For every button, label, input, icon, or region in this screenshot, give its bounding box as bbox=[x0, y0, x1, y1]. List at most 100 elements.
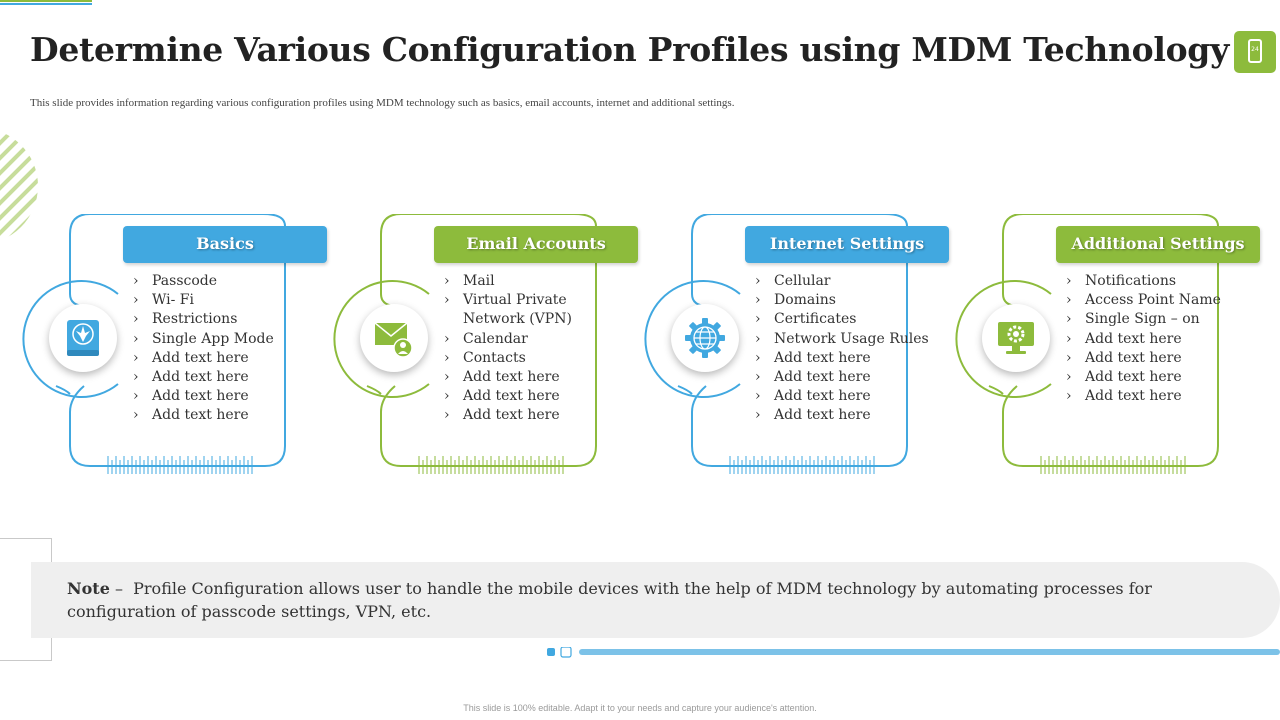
chevron-right-icon: › bbox=[444, 292, 450, 309]
list-item: ›Add text here bbox=[1066, 368, 1221, 387]
chevron-right-icon: › bbox=[444, 369, 450, 386]
list-item: › Mail bbox=[444, 272, 629, 291]
note-text: Profile Configuration allows user to han… bbox=[67, 579, 1152, 621]
card-internet-settings: Internet Settings ›Cellular›Domains›Cert… bbox=[640, 214, 949, 476]
item-list: ›Cellular›Domains›Certificates›Network U… bbox=[755, 272, 929, 426]
list-item-text: Add text here bbox=[152, 388, 249, 405]
list-item: › Virtual Private Network (VPN) bbox=[444, 291, 629, 329]
slide-number-badge: 24 bbox=[1234, 31, 1276, 73]
icon-arc bbox=[22, 280, 119, 398]
list-item: ›Single Sign – on bbox=[1066, 310, 1221, 329]
chevron-right-icon: › bbox=[1066, 349, 1072, 366]
list-item: › Add text here bbox=[444, 406, 629, 425]
card-title: Additional Settings bbox=[1071, 234, 1245, 253]
list-item: › Single App Mode bbox=[133, 330, 274, 349]
list-item: ›Cellular bbox=[755, 272, 929, 291]
list-item: ›Add text here bbox=[755, 368, 929, 387]
chevron-right-icon: › bbox=[133, 311, 139, 328]
leaf-book-icon bbox=[67, 320, 99, 356]
chevron-right-icon: › bbox=[1066, 330, 1072, 347]
list-item: ›Add text here bbox=[444, 387, 629, 406]
icon-arc bbox=[333, 280, 430, 398]
list-item: ›Calendar bbox=[444, 330, 629, 349]
list-item-text: Contacts bbox=[463, 349, 526, 366]
page-title: Determine Various Configuration Profiles… bbox=[30, 30, 1229, 69]
list-item: ›Add text here bbox=[755, 406, 929, 425]
chevron-right-icon: › bbox=[1066, 292, 1072, 309]
chevron-right-icon: › bbox=[133, 388, 139, 405]
hatched-circle-decor bbox=[0, 128, 38, 244]
list-item: › Restrictions bbox=[133, 310, 274, 329]
list-item: › Certificates bbox=[755, 310, 929, 329]
list-item: ›Passcode bbox=[133, 272, 274, 291]
monitor-gear-icon bbox=[998, 322, 1034, 354]
card-header: Additional Settings bbox=[1056, 226, 1260, 263]
card-header: Internet Settings bbox=[745, 226, 949, 263]
chevron-right-icon: › bbox=[133, 292, 139, 309]
chevron-right-icon: › bbox=[755, 388, 761, 405]
chevron-right-icon: › bbox=[133, 330, 139, 347]
list-item-text: Add text here bbox=[463, 407, 560, 424]
note-label: Note bbox=[67, 579, 110, 598]
card-title: Basics bbox=[196, 234, 254, 253]
list-item-text: Add text here bbox=[152, 349, 249, 366]
chevron-right-icon: › bbox=[133, 349, 139, 366]
list-item-text: Single Sign – on bbox=[1085, 311, 1200, 328]
note-text-block: Note – Profile Configuration allows user… bbox=[67, 579, 1152, 621]
mail-user-icon bbox=[374, 322, 413, 358]
list-item: › Add text here bbox=[444, 368, 629, 387]
footer-note: This slide is 100% editable. Adapt it to… bbox=[463, 703, 817, 713]
chevron-right-icon: › bbox=[444, 407, 450, 424]
list-item: ›Add text here bbox=[133, 368, 274, 387]
chevron-right-icon: › bbox=[755, 292, 761, 309]
progress-indicator bbox=[547, 647, 1280, 658]
card-additional-settings: Additional Settings › Notifications ›Acces… bbox=[951, 214, 1260, 476]
list-item-text: Restrictions bbox=[152, 311, 238, 328]
list-item: › Add text here bbox=[755, 387, 929, 406]
list-item-text: Mail bbox=[463, 273, 495, 289]
list-item: › Add text here bbox=[1066, 330, 1221, 349]
list-item: › Add text here bbox=[133, 387, 274, 406]
list-item-text: Certificates bbox=[774, 311, 857, 328]
list-item-text: Calendar bbox=[463, 330, 528, 347]
slide-number: 24 bbox=[1251, 46, 1259, 53]
chevron-right-icon: › bbox=[444, 388, 450, 405]
list-item-text: Virtual Private Network (VPN) bbox=[463, 292, 572, 328]
chevron-right-icon: › bbox=[755, 330, 761, 347]
card-basics: Basics ›Passcode›Wi- Fi›Restrictions›Sin… bbox=[18, 214, 327, 476]
list-item-text: Cellular bbox=[774, 273, 831, 289]
card-email-accounts: Email Accounts › Mail › Virtual Private Net… bbox=[329, 214, 638, 476]
list-item-text: Add text here bbox=[774, 388, 871, 405]
list-item-text: Single App Mode bbox=[152, 330, 274, 347]
chevron-right-icon: › bbox=[755, 349, 761, 366]
card-header: Email Accounts bbox=[434, 226, 638, 263]
list-item-text: Network Usage Rules bbox=[774, 330, 929, 347]
list-item-text: Add text here bbox=[774, 407, 871, 424]
card-title: Email Accounts bbox=[466, 234, 606, 253]
list-item-text: Add text here bbox=[463, 369, 560, 386]
list-item: ›Add text here bbox=[133, 406, 274, 425]
list-item-text: Add text here bbox=[1085, 388, 1182, 405]
list-item: ›Wi- Fi bbox=[133, 291, 274, 310]
chevron-right-icon: › bbox=[755, 311, 761, 328]
chevron-right-icon: › bbox=[1066, 388, 1072, 405]
mobile-phone-icon bbox=[1248, 39, 1262, 63]
chevron-right-icon: › bbox=[133, 273, 139, 289]
chevron-right-icon: › bbox=[444, 273, 450, 289]
chevron-right-icon: › bbox=[1066, 369, 1072, 386]
list-item-text: Add text here bbox=[1085, 330, 1182, 347]
list-item-text: Domains bbox=[774, 292, 836, 309]
icon-circle bbox=[49, 304, 117, 372]
list-item: › Add text here bbox=[1066, 387, 1221, 406]
list-item: › Contacts bbox=[444, 349, 629, 368]
item-list: ›Notifications›Access Point Name›Single … bbox=[1066, 272, 1221, 406]
chevron-right-icon: › bbox=[1066, 273, 1072, 289]
list-item: › Add text here bbox=[1066, 349, 1221, 368]
list-item-text: Add text here bbox=[1085, 349, 1182, 366]
chevron-right-icon: › bbox=[444, 349, 450, 366]
list-item-text: Notifications bbox=[1085, 273, 1177, 289]
icon-circle bbox=[982, 304, 1050, 372]
list-item: ›Access Point Name bbox=[1066, 291, 1221, 310]
top-decor-stripes bbox=[0, 0, 92, 5]
item-list: ›Mail›Virtual Private Network (VPN)›Cale… bbox=[444, 272, 629, 426]
